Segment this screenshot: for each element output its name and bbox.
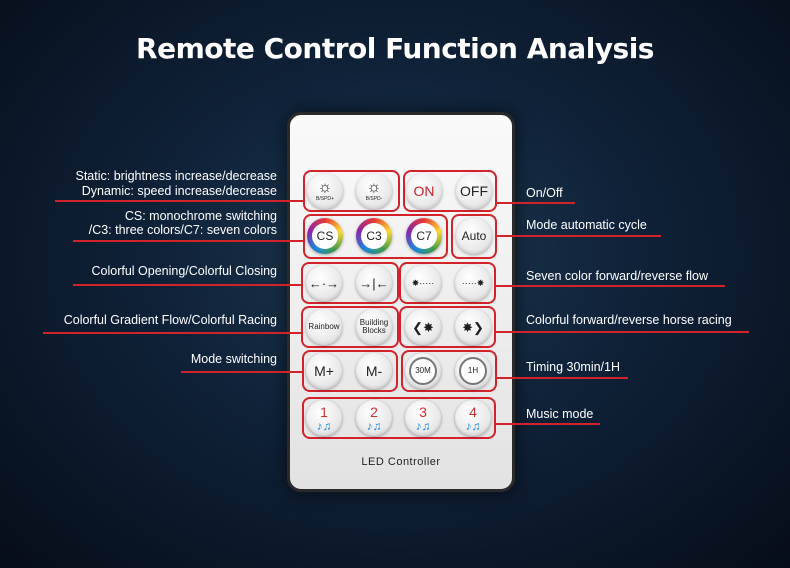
connector-line bbox=[494, 331, 749, 333]
label-brightness-static: Static: brightness increase/decrease bbox=[75, 169, 278, 183]
label-cs: CS: monochrome switching bbox=[124, 209, 277, 223]
label-opening-closing: Colorful Opening/Colorful Closing bbox=[91, 264, 277, 278]
music-notes-icon: ♪♫ bbox=[415, 418, 431, 433]
connector-line bbox=[494, 285, 725, 287]
racing-group-box bbox=[399, 306, 496, 348]
rainbow-button[interactable]: Rainbow bbox=[306, 309, 342, 345]
music-mode-4-button[interactable]: 4♪♫ bbox=[455, 400, 491, 436]
c3-button[interactable]: C3 bbox=[356, 218, 392, 254]
flow-forward-button[interactable]: ✸····· bbox=[405, 265, 441, 301]
connector-line bbox=[495, 235, 661, 237]
connector-line bbox=[495, 377, 628, 379]
connector-line bbox=[181, 371, 304, 373]
connector-line bbox=[73, 284, 303, 286]
flow-reverse-button[interactable]: ·····✸ bbox=[455, 265, 491, 301]
off-button[interactable]: OFF bbox=[456, 173, 492, 209]
music-notes-icon: ♪♫ bbox=[465, 418, 481, 433]
onoff-group-box bbox=[403, 170, 497, 212]
color-group-box bbox=[303, 214, 448, 259]
colorful-opening-button[interactable]: ←·→ bbox=[306, 265, 342, 301]
music-mode-3-button[interactable]: 3♪♫ bbox=[405, 400, 441, 436]
mode-minus-button[interactable]: M- bbox=[356, 353, 392, 389]
music-group-box bbox=[302, 397, 496, 439]
gradient-group-box bbox=[301, 306, 399, 348]
label-seven-color-flow: Seven color forward/reverse flow bbox=[526, 269, 709, 283]
on-button[interactable]: ON bbox=[406, 173, 442, 209]
cs-button[interactable]: CS bbox=[307, 218, 343, 254]
music-notes-icon: ♪♫ bbox=[366, 418, 382, 433]
race-forward-icon: ✸❯ bbox=[462, 319, 484, 335]
connector-line bbox=[494, 423, 600, 425]
connector-line bbox=[43, 332, 303, 334]
opening-group-box bbox=[301, 262, 399, 304]
label-gradient-racing: Colorful Gradient Flow/Colorful Racing bbox=[63, 313, 277, 327]
c7-button[interactable]: C7 bbox=[406, 218, 442, 254]
label-auto-cycle: Mode automatic cycle bbox=[526, 218, 647, 232]
timer-1h-button[interactable]: 1H bbox=[455, 353, 491, 389]
label-horse-racing: Colorful forward/reverse horse racing bbox=[526, 313, 732, 327]
label-music-mode: Music mode bbox=[526, 407, 594, 421]
label-c3-c7: /C3: three colors/C7: seven colors bbox=[88, 223, 277, 237]
race-reverse-button[interactable]: ❮✸ bbox=[405, 309, 441, 345]
brightness-group-box bbox=[303, 170, 400, 212]
colorful-closing-button[interactable]: →|← bbox=[356, 265, 392, 301]
brightness-up-button[interactable]: ☼ B/SPD+ bbox=[307, 173, 343, 209]
label-mode-switching: Mode switching bbox=[190, 352, 277, 366]
building-blocks-button[interactable]: Building Blocks bbox=[356, 309, 392, 345]
race-forward-button[interactable]: ✸❯ bbox=[455, 309, 491, 345]
connector-line bbox=[73, 240, 305, 242]
flow-reverse-icon: ·····✸ bbox=[461, 277, 485, 288]
music-mode-2-button[interactable]: 2♪♫ bbox=[356, 400, 392, 436]
label-brightness-dynamic: Dynamic: speed increase/decrease bbox=[81, 184, 277, 198]
timing-group-box bbox=[401, 350, 497, 392]
brightness-down-button[interactable]: ☼ B/SPD- bbox=[356, 173, 392, 209]
arrows-out-icon: ←·→ bbox=[308, 275, 340, 291]
flow-group-box bbox=[399, 262, 496, 304]
sun-dim-icon: ☼ bbox=[366, 179, 382, 196]
mode-plus-button[interactable]: M+ bbox=[306, 353, 342, 389]
race-reverse-icon: ❮✸ bbox=[412, 319, 434, 335]
auto-button[interactable]: Auto bbox=[456, 218, 492, 254]
brand-label: LED Controller bbox=[361, 456, 441, 468]
label-on-off: On/Off bbox=[526, 186, 563, 200]
arrows-in-icon: →|← bbox=[359, 275, 389, 291]
connector-line bbox=[55, 200, 305, 202]
label-timing: Timing 30min/1H bbox=[526, 360, 621, 374]
sun-icon: ☼ bbox=[317, 179, 333, 196]
connector-line bbox=[495, 202, 575, 204]
music-mode-1-button[interactable]: 1♪♫ bbox=[306, 400, 342, 436]
page-title: Remote Control Function Analysis bbox=[136, 32, 654, 65]
timer-30m-button[interactable]: 30M bbox=[405, 353, 441, 389]
flow-forward-icon: ✸····· bbox=[411, 277, 435, 288]
music-notes-icon: ♪♫ bbox=[316, 418, 332, 433]
